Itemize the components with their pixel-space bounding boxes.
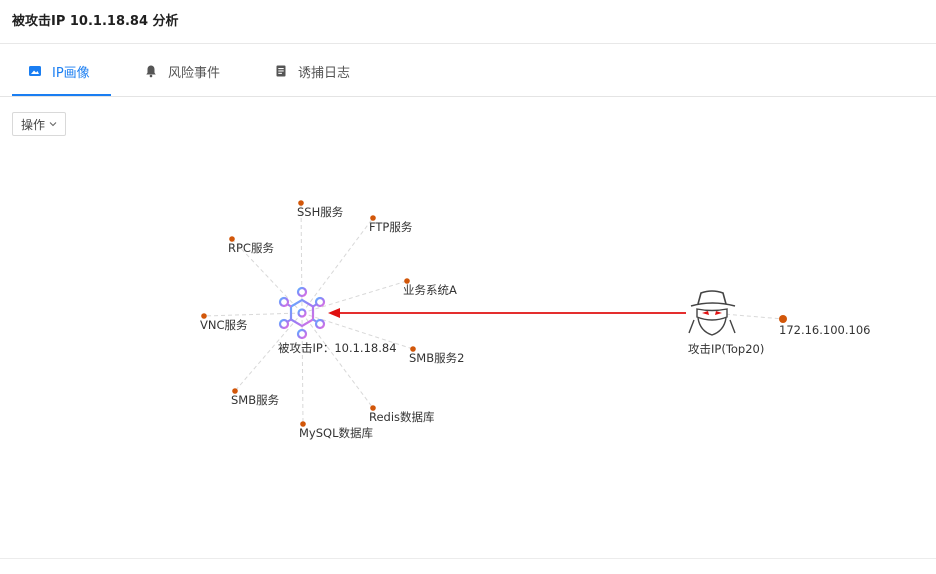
service-node[interactable]: MySQL数据库 [299, 421, 373, 440]
tab-label: 风险事件 [168, 66, 221, 81]
network-hub-icon [278, 286, 326, 340]
document-icon [276, 65, 286, 77]
service-label: RPC服务 [228, 241, 274, 255]
service-label: VNC服务 [200, 318, 248, 332]
attacker-ip-node[interactable]: 172.16.100.106 [779, 315, 870, 337]
hacker-icon [688, 290, 736, 336]
service-label: FTP服务 [369, 220, 413, 234]
service-edges [203, 202, 784, 425]
service-node[interactable]: RPC服务 [228, 236, 274, 255]
service-label: SMB服务 [231, 393, 280, 407]
service-node[interactable]: FTP服务 [369, 215, 413, 234]
target-ip-node[interactable]: 被攻击IP：10.1.18.84 [278, 286, 397, 355]
tab-label: 诱捕日志 [298, 66, 351, 81]
chevron-down-icon [49, 122, 57, 127]
service-node[interactable]: SMB服务 [231, 388, 280, 407]
tab-label: IP画像 [52, 66, 90, 81]
bell-icon [146, 65, 156, 78]
page-header: 被攻击IP 10.1.18.84 分析 [0, 0, 936, 44]
service-label: SSH服务 [297, 205, 344, 219]
service-node[interactable]: SMB服务2 [409, 346, 464, 365]
service-label: MySQL数据库 [299, 426, 373, 440]
service-label: 业务系统A [403, 283, 457, 297]
attacker-label: 攻击IP(Top20) [688, 342, 764, 356]
service-label: Redis数据库 [369, 410, 435, 424]
service-label: SMB服务2 [409, 351, 464, 365]
attacker-node[interactable]: 攻击IP(Top20) [688, 290, 764, 356]
attacker-ip-label: 172.16.100.106 [779, 323, 870, 337]
tab-bar: IP画像 风险事件 诱捕日志 [0, 44, 936, 97]
service-node[interactable]: SSH服务 [297, 200, 344, 219]
operations-dropdown-button[interactable]: 操作 [12, 112, 66, 136]
image-icon [29, 66, 41, 76]
tab-risk-events[interactable]: 风险事件 [144, 62, 220, 96]
relationship-graph: SSH服务 FTP服务 RPC服务 业务系统A VNC服务 SMB服务2 SMB… [200, 200, 870, 440]
bottom-divider [0, 558, 936, 559]
service-node[interactable]: VNC服务 [200, 313, 248, 332]
target-ip-label: 被攻击IP：10.1.18.84 [278, 341, 397, 355]
service-node[interactable]: Redis数据库 [369, 405, 435, 424]
active-tab-indicator [12, 94, 111, 96]
tab-ip-profile[interactable]: IP画像 [28, 62, 90, 96]
operations-label: 操作 [20, 117, 45, 132]
tab-trap-logs[interactable]: 诱捕日志 [274, 62, 350, 96]
service-node[interactable]: 业务系统A [403, 278, 457, 297]
page-title: 被攻击IP 10.1.18.84 分析 [12, 14, 179, 29]
